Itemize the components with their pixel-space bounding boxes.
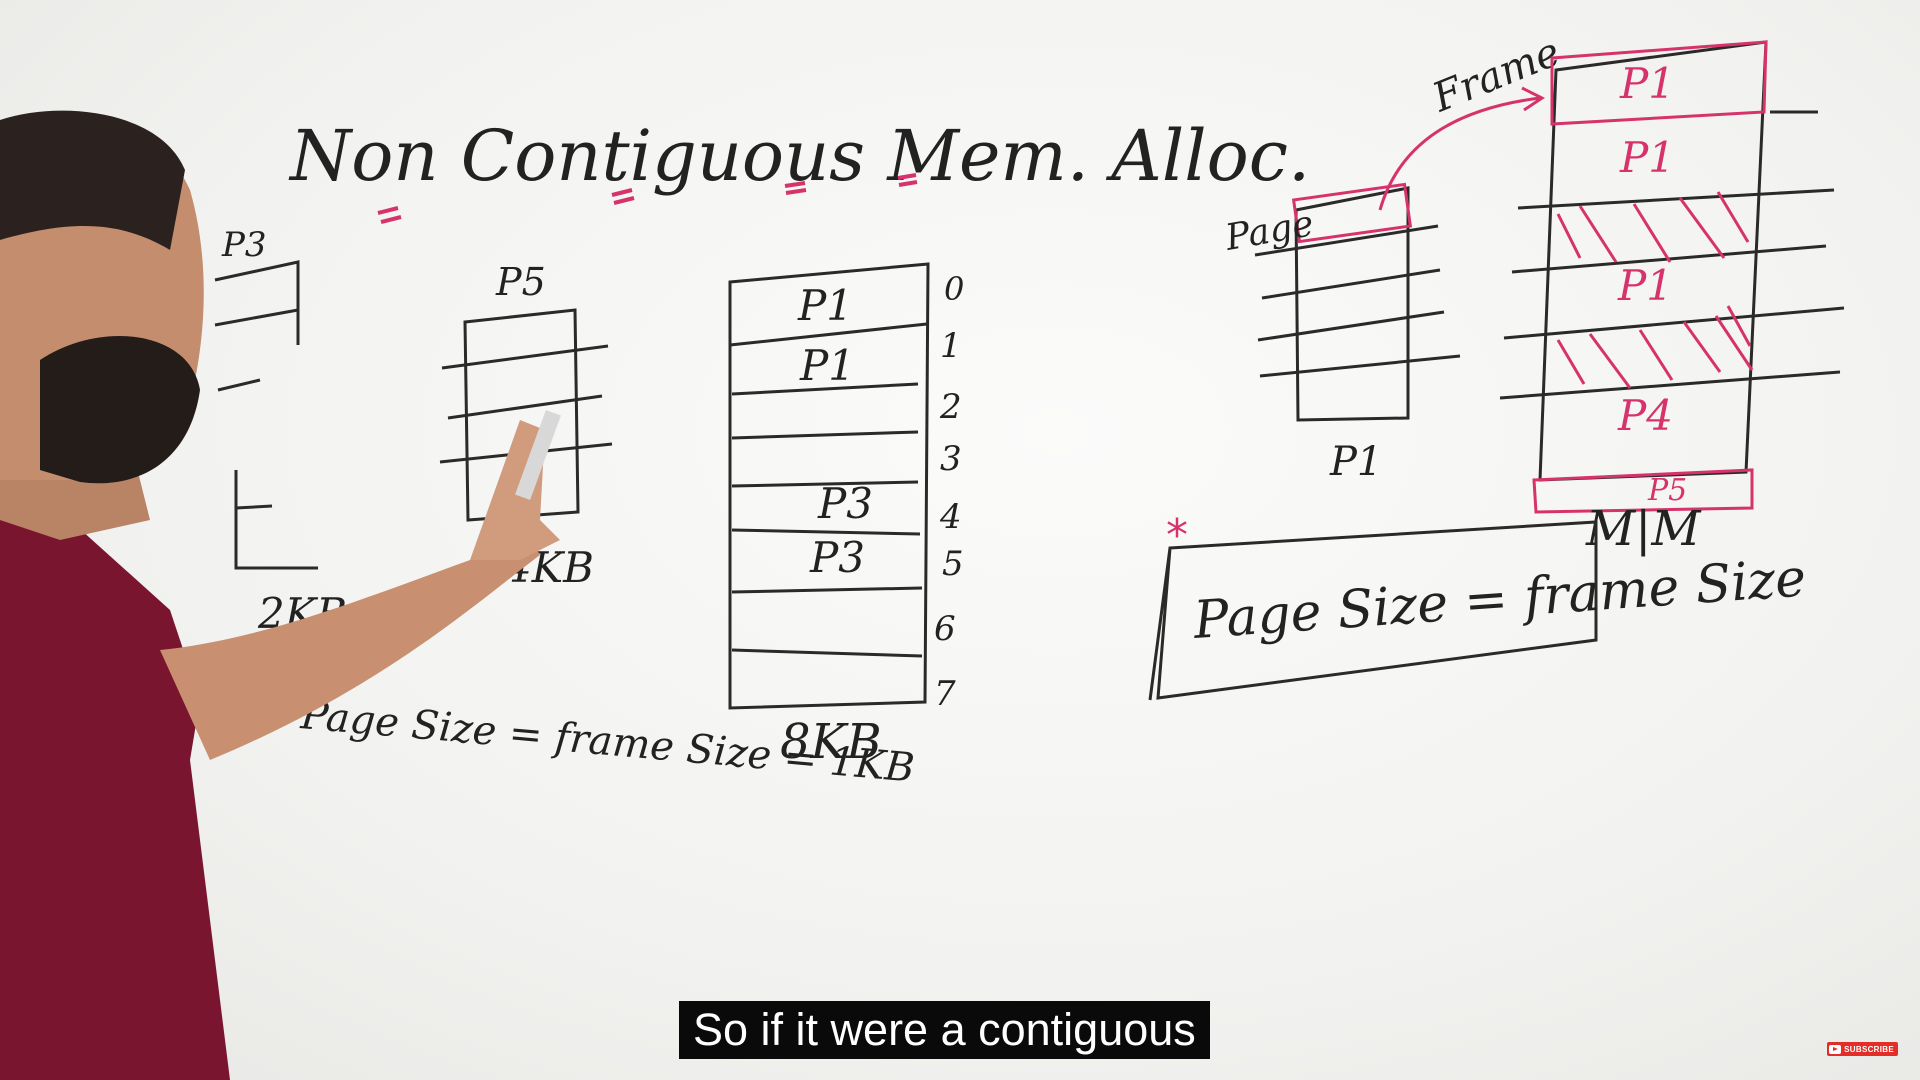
presenter-arm xyxy=(160,520,540,760)
right-memory-frame-label: P1 xyxy=(1617,261,1673,310)
highlighted-page-cell xyxy=(1291,182,1413,244)
frame-index: 4 xyxy=(939,497,962,537)
memory-frame-label: P1 xyxy=(799,341,855,390)
memory-frame-label: P3 xyxy=(809,533,865,582)
right-memory-frame-label: P1 xyxy=(1619,59,1675,108)
right-memory-frame-label: P5 xyxy=(1647,473,1687,508)
right-memory-frame-label: P4 xyxy=(1617,391,1673,440)
right-memory-highlights xyxy=(1532,40,1768,514)
right-memory-frame-label: P1 xyxy=(1619,133,1675,182)
right-process-label: P1 xyxy=(1329,439,1382,485)
right-page-label: Page xyxy=(1221,203,1316,259)
presenter-beard xyxy=(40,336,200,484)
memory-frame-labels: P1 P1 P3 P3 xyxy=(797,281,873,582)
subscribe-label: SUBSCRIBE xyxy=(1844,1044,1894,1054)
frame-index: 5 xyxy=(942,544,964,584)
memory-frame-label: P1 xyxy=(797,281,853,330)
page-to-frame-arrow xyxy=(1378,96,1541,211)
frame-index: 6 xyxy=(934,609,956,649)
subtitle-text: So if it were a contiguous xyxy=(693,1004,1196,1055)
title-underline-marks xyxy=(377,173,918,224)
equation-box xyxy=(1148,520,1598,701)
frame-index: 2 xyxy=(939,387,962,427)
frame-index: 7 xyxy=(934,674,956,714)
presenter-shirt xyxy=(0,500,230,1080)
right-page-table xyxy=(1254,186,1461,422)
right-memory-frame-labels: P1 P1 P1 P4 P5 xyxy=(1617,59,1687,508)
occupied-hatching xyxy=(1556,191,1754,389)
frame-index: 1 xyxy=(940,326,962,366)
memory-table xyxy=(728,262,930,710)
presenter xyxy=(0,110,561,1080)
middle-process-label: P5 xyxy=(495,260,546,304)
subscribe-button[interactable]: SUBSCRIBE xyxy=(1827,1042,1898,1056)
frame-index: 3 xyxy=(940,439,962,479)
right-memory-table xyxy=(1499,40,1845,482)
arrow-head xyxy=(1521,86,1545,112)
right-memory-label: M|M xyxy=(1585,501,1702,557)
left-process-table xyxy=(214,260,318,570)
play-icon xyxy=(1829,1044,1842,1054)
marker-pen xyxy=(515,409,561,501)
left-process-label: P3 xyxy=(221,225,267,265)
memory-size-label: 8KB xyxy=(780,714,882,770)
frame-index: 0 xyxy=(944,270,964,308)
subtitle-bar: So if it were a contiguous xyxy=(679,1001,1210,1059)
presenter-hair xyxy=(0,110,185,251)
memory-frame-label: P3 xyxy=(817,479,873,528)
memory-frame-indices: 0 1 2 3 4 5 6 7 xyxy=(934,270,964,714)
highlight-equation: Page Size = frame Size xyxy=(1191,548,1808,651)
